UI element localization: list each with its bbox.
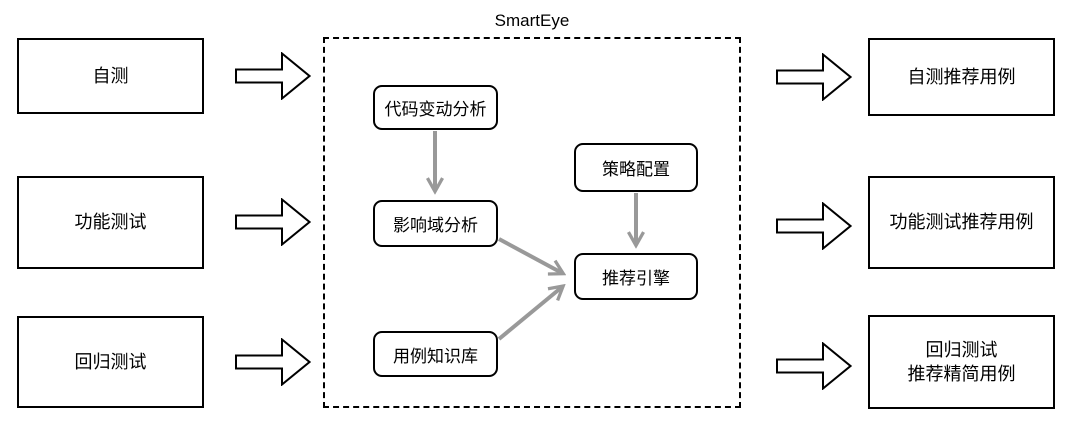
flow-arrow-regression-test-to-smarteye — [235, 338, 311, 386]
node-regression-test: 回归测试 — [17, 316, 204, 408]
node-regression-test-label: 回归测试 — [74, 351, 147, 372]
node-recommendation-engine-label: 推荐引擎 — [602, 269, 670, 288]
flow-arrow-smarteye-to-functional-test-cases — [776, 202, 852, 250]
node-code-change-analysis: 代码变动分析 — [373, 85, 498, 130]
flow-arrow-self-test-to-smarteye — [235, 52, 311, 100]
node-functional-test: 功能测试 — [17, 176, 204, 269]
flow-arrow-smarteye-to-self-test-cases — [776, 53, 852, 101]
node-case-knowledge-base-label: 用例知识库 — [393, 346, 478, 366]
node-impact-analysis: 影响域分析 — [373, 200, 498, 247]
node-case-knowledge-base: 用例知识库 — [373, 331, 498, 377]
node-self-test-recommended-cases-label: 自测推荐用例 — [907, 66, 1016, 87]
node-impact-analysis-label: 影响域分析 — [393, 216, 478, 235]
flow-arrow-functional-test-to-smarteye — [235, 198, 311, 246]
node-self-test-recommended-cases: 自测推荐用例 — [868, 38, 1055, 116]
smarteye-title: SmartEye — [494, 11, 570, 30]
node-functional-test-recommended-cases: 功能测试推荐用例 — [868, 176, 1055, 269]
node-regression-test-reduced-cases: 回归测试 推荐精简用例 — [868, 315, 1055, 409]
flow-arrow-smarteye-to-regression-test-cases — [776, 342, 852, 390]
node-self-test: 自测 — [17, 38, 204, 114]
node-strategy-config-label: 策略配置 — [602, 160, 670, 179]
node-functional-test-recommended-cases-label: 功能测试推荐用例 — [889, 212, 1034, 233]
node-recommendation-engine: 推荐引擎 — [574, 253, 698, 300]
node-functional-test-label: 功能测试 — [74, 212, 147, 233]
node-regression-test-reduced-cases-line2: 推荐精简用例 — [907, 364, 1016, 384]
smarteye-container — [323, 37, 741, 408]
node-strategy-config: 策略配置 — [574, 143, 698, 192]
node-self-test-label: 自测 — [92, 65, 129, 86]
node-code-change-analysis-label: 代码变动分析 — [384, 100, 487, 119]
node-regression-test-reduced-cases-line1: 回归测试 — [925, 339, 998, 360]
